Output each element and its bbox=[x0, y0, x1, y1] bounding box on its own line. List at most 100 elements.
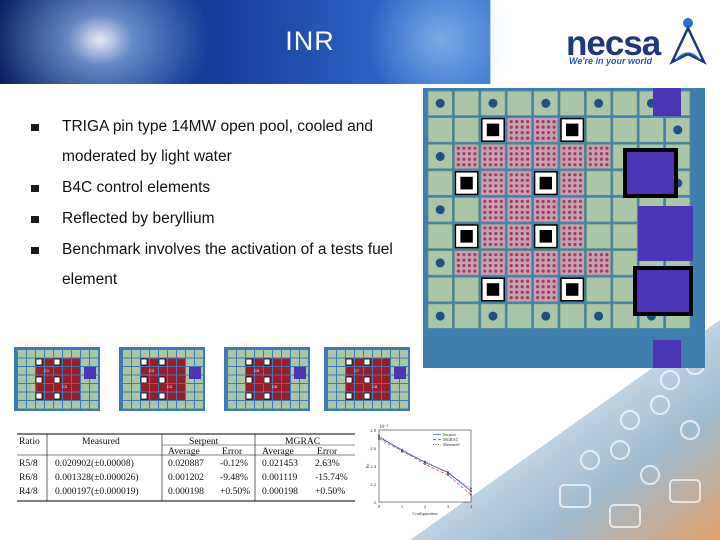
fuel-pin bbox=[605, 269, 609, 273]
thumbnail-reflector-cell bbox=[63, 401, 71, 409]
fuel-pin bbox=[520, 285, 524, 289]
thumbnail-fuel-cell bbox=[382, 367, 390, 375]
fuel-pin bbox=[605, 264, 609, 268]
fuel-pin bbox=[494, 146, 498, 150]
fuel-pin bbox=[599, 253, 603, 257]
fuel-pin bbox=[536, 136, 540, 140]
fuel-pin bbox=[526, 157, 530, 161]
thumbnail-fuel-cell bbox=[355, 358, 363, 366]
bullet-square-icon bbox=[31, 124, 39, 131]
fuel-pin bbox=[509, 242, 513, 247]
reflector-element bbox=[506, 303, 532, 329]
thumbnail-fuel-cell bbox=[150, 392, 158, 400]
thumbnail-reflector-cell bbox=[132, 392, 140, 400]
reflector-element bbox=[585, 276, 612, 303]
thumbnail-reflector-cell bbox=[228, 350, 236, 358]
fuel-pin bbox=[562, 253, 566, 257]
table-header-error: Error bbox=[222, 446, 243, 457]
reflector-element bbox=[612, 197, 638, 223]
thumbnail-reflector-cell bbox=[355, 401, 363, 409]
thumbnail-control-rod bbox=[158, 392, 166, 400]
fuel-pin bbox=[494, 205, 498, 209]
thumbnail-reflector-cell bbox=[328, 375, 336, 383]
fuel-pin bbox=[562, 173, 566, 177]
fuel-pin bbox=[473, 264, 477, 268]
fuel-pin bbox=[552, 253, 556, 257]
thumbnail-fuel-cell bbox=[355, 384, 363, 392]
plot-y-tick-label: 2.8 bbox=[370, 428, 376, 433]
control-rod-absorber bbox=[539, 230, 552, 243]
thumbnail-reflector-cell bbox=[195, 384, 203, 392]
fuel-pin bbox=[509, 279, 513, 283]
thumbnail-reflector-cell bbox=[186, 401, 194, 409]
plot-y-tick-label: 2.4 bbox=[370, 464, 376, 469]
fuel-pin bbox=[509, 210, 513, 214]
fuel-pin bbox=[520, 258, 524, 262]
fuel-pin bbox=[578, 163, 583, 167]
fuel-pin bbox=[541, 216, 545, 220]
beryllium-element bbox=[541, 311, 551, 321]
fuel-pin bbox=[509, 237, 513, 241]
fuel-pin bbox=[578, 264, 583, 268]
thumbnail-reflector-cell bbox=[123, 401, 131, 409]
fuel-pin bbox=[594, 258, 598, 262]
thumbnail-reflector-cell bbox=[400, 401, 408, 409]
irradiation-position bbox=[638, 206, 693, 261]
thumbnail-fuel-cell bbox=[150, 367, 158, 375]
fuel-pin bbox=[483, 163, 487, 167]
fuel-pin bbox=[520, 199, 524, 203]
fuel-pin bbox=[567, 264, 572, 268]
fuel-pin bbox=[578, 269, 583, 273]
beryllium-element bbox=[435, 311, 445, 321]
plot-data-point bbox=[378, 434, 380, 437]
fuel-pin bbox=[494, 226, 498, 230]
fuel-pin bbox=[562, 163, 566, 167]
thumbnail-reflector-cell bbox=[346, 401, 354, 409]
fuel-pin bbox=[562, 157, 566, 161]
thumbnail-reflector-cell bbox=[72, 401, 80, 409]
thumbnail-reflector-cell bbox=[159, 401, 167, 409]
necsa-logo-icon bbox=[669, 18, 707, 65]
plot-x-tick-label: 4 bbox=[470, 504, 473, 509]
fuel-pin bbox=[467, 146, 471, 150]
thumbnail-fuel-cell bbox=[273, 384, 281, 392]
thumbnail-fuel-cell bbox=[45, 384, 53, 392]
fuel-pin bbox=[499, 269, 503, 273]
fuel-pin bbox=[499, 152, 503, 156]
fuel-pin bbox=[605, 163, 609, 167]
thumbnail-reflector-cell bbox=[291, 350, 299, 358]
fuel-pin bbox=[520, 163, 524, 167]
thumbnail-fuel-cell bbox=[282, 384, 290, 392]
fuel-pin bbox=[536, 253, 540, 257]
fuel-pin bbox=[567, 237, 572, 241]
fuel-pin bbox=[499, 184, 503, 188]
thumbnail-control-rod bbox=[363, 376, 371, 384]
fuel-pin bbox=[494, 178, 498, 182]
thumbnail-reflector-cell bbox=[123, 375, 131, 383]
plot-x-tick-label: 3 bbox=[447, 504, 450, 509]
plot-legend-label: Measured bbox=[443, 442, 460, 447]
fuel-pin bbox=[562, 269, 566, 273]
fuel-pin bbox=[536, 264, 540, 268]
fuel-pin bbox=[547, 152, 551, 156]
fuel-pin bbox=[536, 258, 540, 262]
fuel-pin bbox=[552, 136, 556, 140]
fuel-pin bbox=[541, 253, 545, 257]
fuel-pin bbox=[552, 290, 556, 294]
thumbnail-reflector-cell bbox=[63, 350, 71, 358]
fuel-pin bbox=[578, 178, 583, 182]
fuel-pin bbox=[515, 152, 519, 156]
fuel-pin bbox=[499, 205, 503, 209]
fuel-pin bbox=[509, 253, 513, 257]
thumbnail-control-rod bbox=[35, 376, 43, 384]
thumbnail-reflector-cell bbox=[237, 384, 245, 392]
thumbnail-fuel-cell bbox=[72, 358, 80, 366]
fuel-pin bbox=[562, 237, 566, 241]
fuel-pin bbox=[547, 216, 551, 220]
fuel-pin bbox=[515, 253, 519, 257]
fuel-pin bbox=[526, 146, 530, 150]
thumbnail-reflector-cell bbox=[228, 384, 236, 392]
fuel-pin bbox=[578, 157, 583, 161]
fuel-pin bbox=[509, 152, 513, 156]
thumbnail-reflector-cell bbox=[228, 367, 236, 375]
